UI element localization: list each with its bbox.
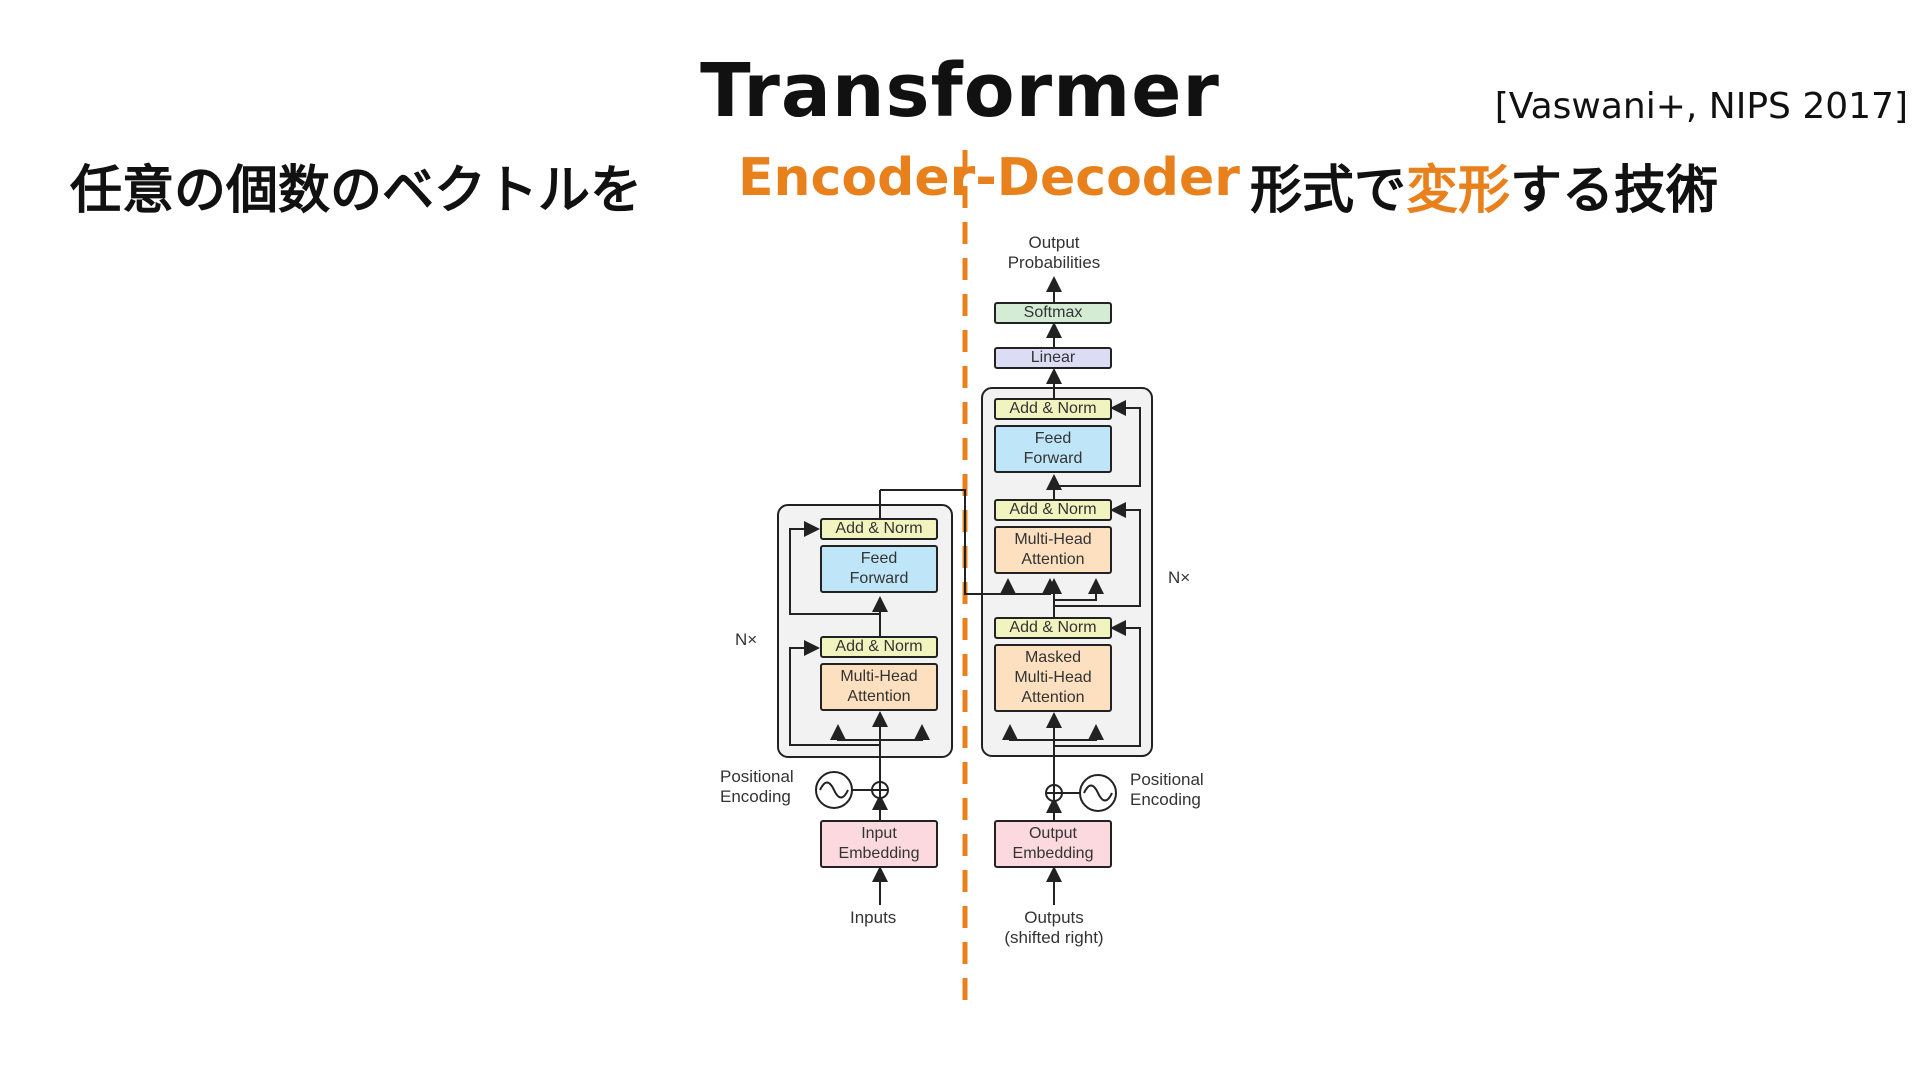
decoder-output-embedding: Output Embedding [994,820,1112,868]
encoder-add-norm-bottom: Add & Norm [820,636,938,658]
encoder-add-norm-top: Add & Norm [820,518,938,540]
subtitle-right-part1: 形式で [1250,161,1407,221]
decoder-linear: Linear [994,347,1112,369]
decoder-masked-attention: Masked Multi-Head Attention [994,644,1112,712]
decoder-softmax: Softmax [994,302,1112,324]
decoder-outputs-label: Outputs (shifted right) [1004,908,1104,947]
encoder-container [777,504,953,758]
decoder-feed-forward: Feed Forward [994,425,1112,473]
decoder-add-norm-top: Add & Norm [994,398,1112,420]
subtitle-right: 形式で変形する技術 [1250,148,1718,223]
encoder-input-embedding: Input Embedding [820,820,938,868]
subtitle-right-accent: 変形 [1406,161,1511,221]
decoder-nx-label: N× [1168,568,1191,587]
encoder-inputs-label: Inputs [850,908,897,927]
encoder-nx-label: N× [735,630,758,649]
citation: [Vaswani+, NIPS 2017] [1494,86,1908,127]
encoder-multi-head-attention: Multi-Head Attention [820,663,938,711]
encoder-feed-forward: Feed Forward [820,545,938,593]
decoder-multi-head-attention: Multi-Head Attention [994,526,1112,574]
decoder-positional-label: Positional Encoding [1130,770,1204,809]
slide-title: Transformer [700,48,1220,134]
decoder-output-label: Output Probabilities [1007,233,1101,272]
decoder-add-norm-mid: Add & Norm [994,499,1112,521]
encoder-positional-label: Positional Encoding [720,767,794,806]
decoder-add-norm-bottom: Add & Norm [994,617,1112,639]
subtitle-encoder-decoder: Encoder-Decoder [738,148,1240,208]
subtitle-left: 任意の個数のベクトルを [70,161,643,221]
subtitle: 任意の個数のベクトルを Encoder-Decoder 形式で変形する技術 [70,148,1900,221]
subtitle-right-part3: する技術 [1510,161,1719,221]
